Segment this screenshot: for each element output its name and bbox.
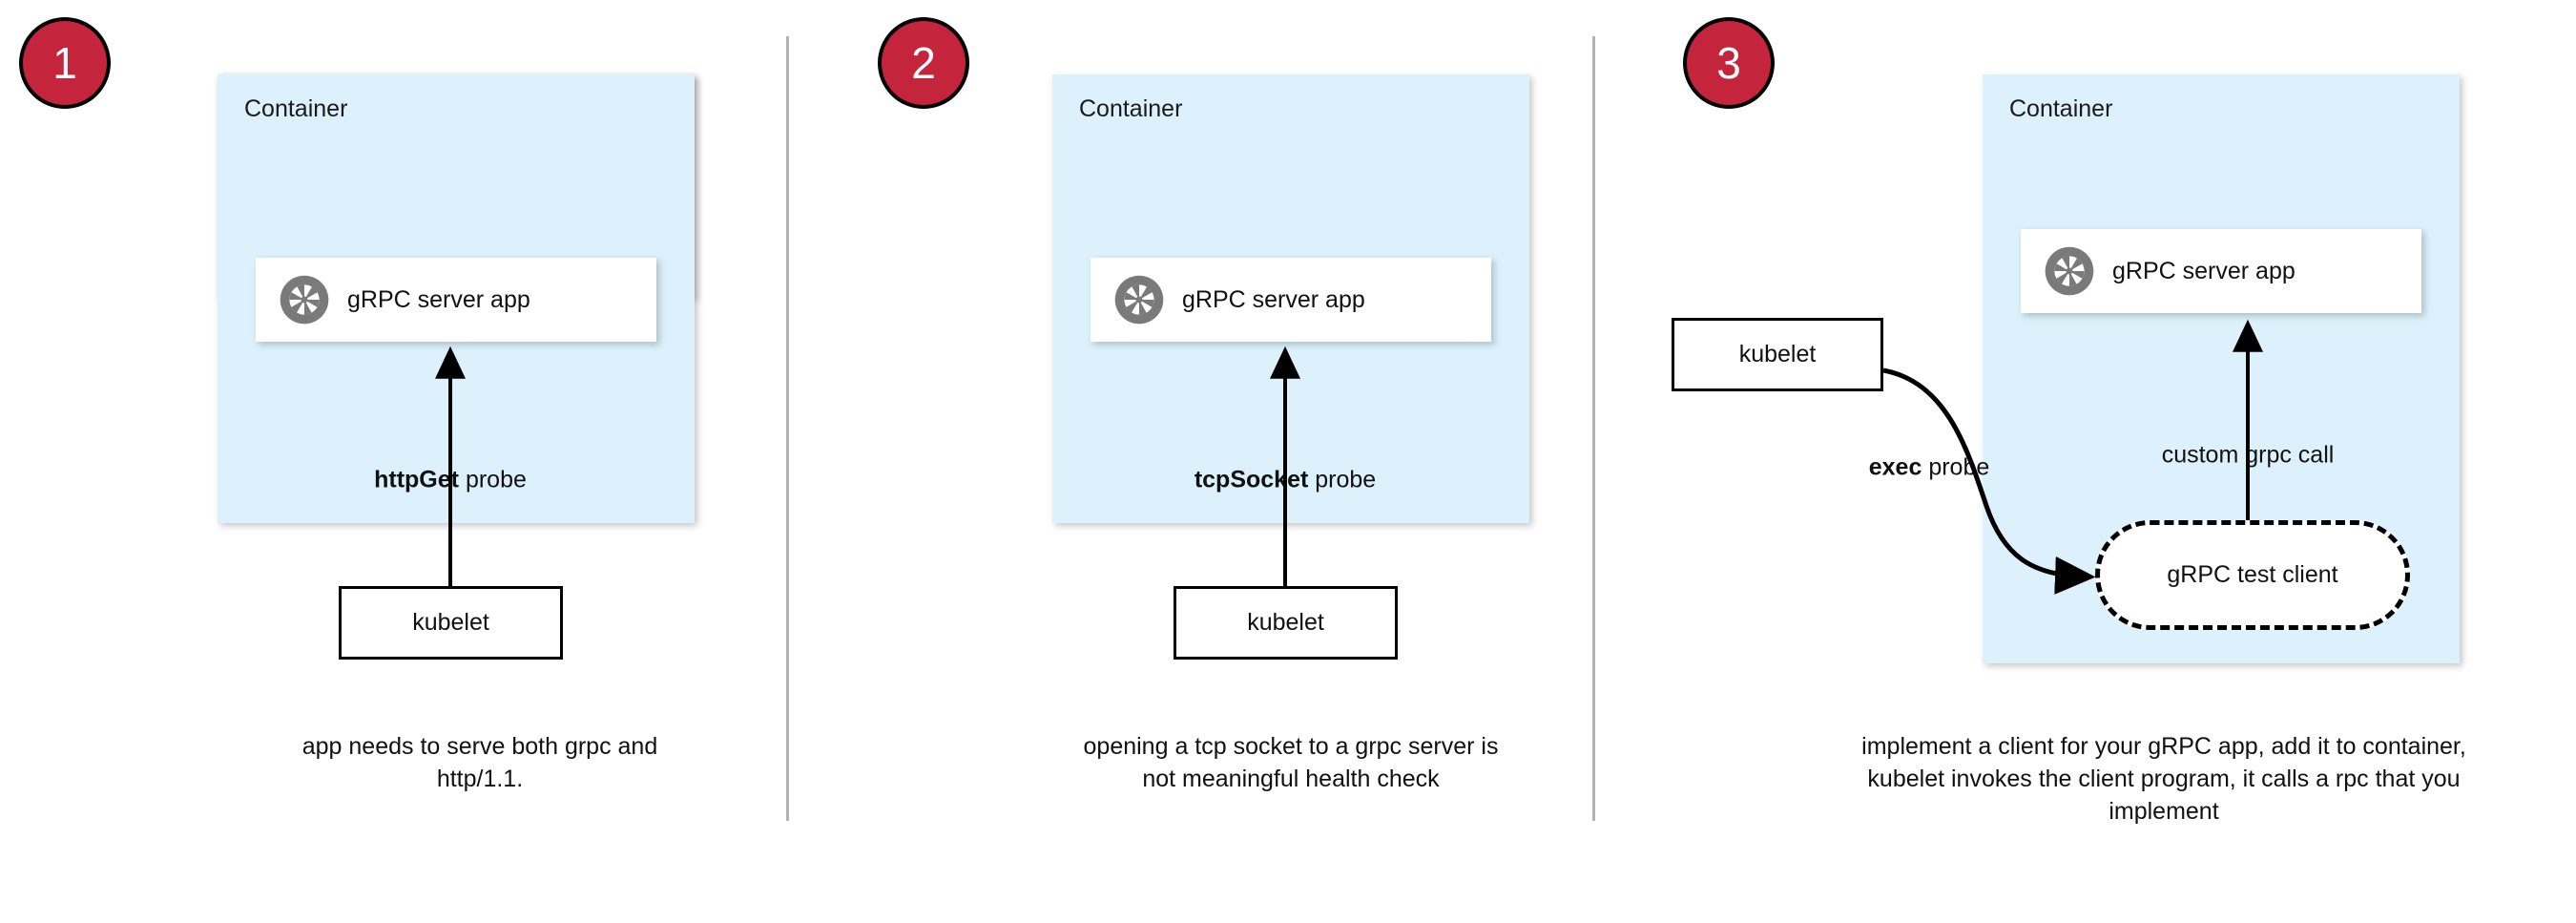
grpc-server-app-label-3: gRPC server app [2112, 257, 2296, 284]
step-badge-1: 1 [19, 17, 111, 109]
panel-divider-1 [786, 36, 789, 821]
panel-caption-2: opening a tcp socket to a grpc server is… [1083, 733, 1499, 792]
panel-caption-3: implement a client for your gRPC app, ad… [1861, 733, 2466, 825]
grpc-server-app-label-2: gRPC server app [1182, 285, 1365, 313]
step-badge-2: 2 [878, 17, 969, 109]
container-label-2: Container [1079, 95, 1183, 122]
grpc-test-client-node: gRPC test client [2095, 520, 2410, 630]
panel-caption-1: app needs to serve both grpc and http/1.… [301, 733, 658, 792]
probe-edge-label-2: tcpSocket probe [1194, 466, 1377, 494]
grpc-server-app-label-1: gRPC server app [347, 285, 530, 313]
probe-edge-label-1: httpGet probe [374, 466, 527, 494]
grpc-aperture-icon [1114, 275, 1164, 325]
probe-label-rest-2: probe [1308, 466, 1377, 493]
grpc-server-app-card-2: gRPC server app [1091, 258, 1491, 342]
probe-label-rest-3: probe [1922, 453, 1990, 481]
step-badge-3: 3 [1683, 17, 1775, 109]
kubelet-box-2: kubelet [1174, 586, 1398, 660]
container-label-3: Container [2009, 95, 2113, 122]
probe-label-rest-1: probe [458, 466, 527, 493]
exec-probe-edge-label-3: exec probe [1869, 454, 1990, 482]
grpc-aperture-icon [2045, 246, 2094, 296]
probe-label-bold-1: httpGet [374, 466, 459, 493]
probe-label-bold-3: exec [1868, 453, 1922, 481]
grpc-aperture-icon [280, 275, 329, 325]
panel-divider-2 [1592, 36, 1595, 821]
container-label-1: Container [244, 95, 348, 122]
custom-grpc-call-edge-label-3: custom grpc call [2161, 441, 2335, 470]
kubelet-box-3: kubelet [1672, 318, 1883, 391]
grpc-server-app-card-1: gRPC server app [256, 258, 656, 342]
grpc-server-app-card-3: gRPC server app [2021, 229, 2421, 313]
kubelet-box-1: kubelet [339, 586, 563, 660]
probe-label-bold-2: tcpSocket [1194, 466, 1309, 493]
